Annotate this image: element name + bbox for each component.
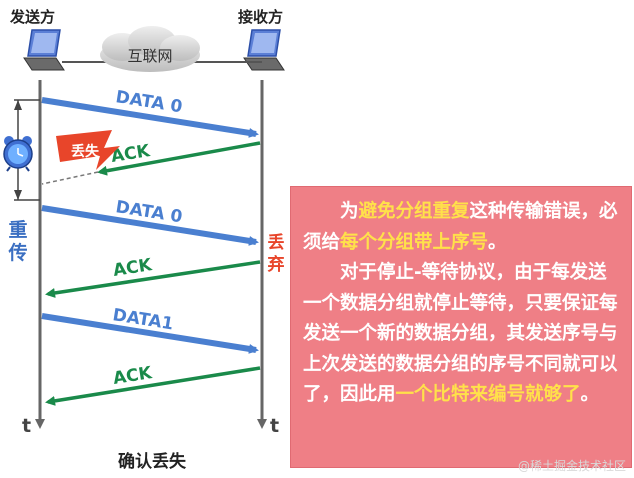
note-paragraph-1: 为避免分组重复这种传输错误，必须给每个分组带上序号。	[303, 197, 621, 258]
note-text: 对于停止-等待协议，由于每发送一个数据分组就停止等待，只要保证每发送一个新的数据…	[303, 262, 618, 405]
data0-second-arrow	[41, 205, 259, 246]
time-label-receiver: t	[270, 415, 279, 437]
internet-label: 互联网	[127, 47, 172, 65]
ack-third-arrow	[45, 366, 261, 406]
time-label-sender: t	[22, 415, 31, 437]
ack-second-label: ACK	[112, 255, 154, 281]
cloud-icon	[100, 26, 200, 72]
diagram-caption: 确认丢失	[118, 451, 187, 472]
resend-label-char1: 重	[8, 219, 27, 241]
data0-first-arrow	[41, 97, 259, 138]
explanation-note: 为避免分组重复这种传输错误，必须给每个分组带上序号。 对于停止-等待协议，由于每…	[290, 186, 632, 468]
discard-label-char1: 丢	[268, 233, 285, 253]
laptop-icon	[23, 29, 65, 71]
lightning-icon	[56, 130, 120, 170]
note-text: 。	[580, 384, 600, 405]
resend-label-char2: 传	[7, 241, 27, 264]
note-paragraph-2: 对于停止-等待协议，由于每发送一个数据分组就停止等待，只要保证每发送一个新的数据…	[303, 258, 621, 411]
ack-first-arrow	[97, 141, 261, 176]
lost-badge: 丢失	[71, 143, 100, 160]
lost-ack-dashed-line	[41, 171, 99, 185]
watermark: @稀土掘金技术社区	[517, 459, 626, 473]
note-highlight: 避免分组重复	[358, 201, 470, 222]
data1-arrow	[41, 313, 259, 354]
sender-label: 发送方	[9, 8, 55, 26]
note-text: 为	[340, 201, 359, 222]
alarm-clock-icon	[3, 136, 33, 172]
note-text: 。	[488, 231, 507, 253]
laptop-icon	[243, 29, 285, 71]
note-highlight: 每个分组带上序号	[340, 231, 489, 253]
note-text: 这种传输错误，必须给	[303, 201, 618, 253]
note-highlight: 一个比特来编号就够了	[395, 384, 581, 405]
discard-label-char2: 弃	[268, 254, 285, 275]
ack-second-arrow	[45, 260, 261, 298]
receiver-label: 接收方	[238, 8, 283, 26]
